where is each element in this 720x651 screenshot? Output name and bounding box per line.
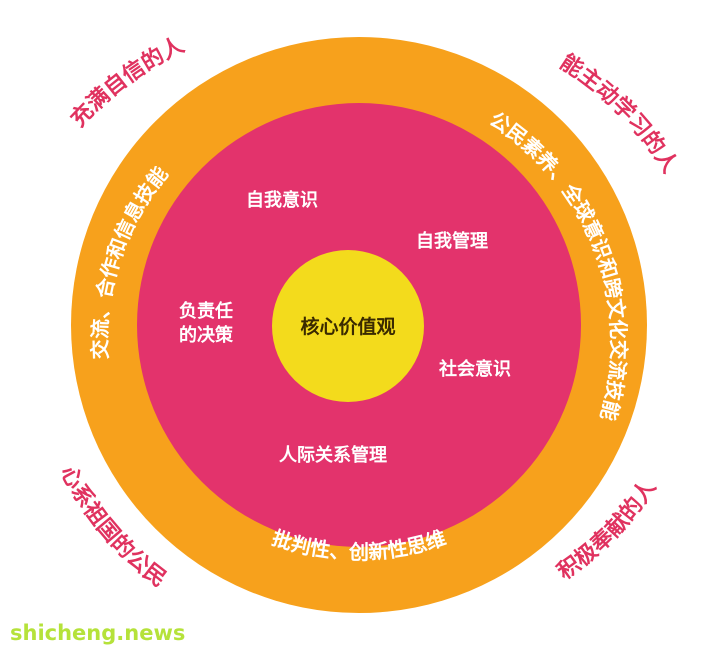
competency-decision-line1: 负责任 <box>179 300 233 322</box>
competency-social-awareness: 社会意识 <box>439 358 511 380</box>
core-label: 核心价值观 <box>300 315 395 338</box>
competency-self-management: 自我管理 <box>416 230 488 252</box>
core-circle <box>272 250 424 402</box>
competency-decision-line2: 的决策 <box>179 324 234 346</box>
competency-self-awareness: 自我意识 <box>246 189 318 211</box>
competency-relationship-management: 人际关系管理 <box>279 444 387 466</box>
watermark: shicheng.news <box>10 621 185 645</box>
